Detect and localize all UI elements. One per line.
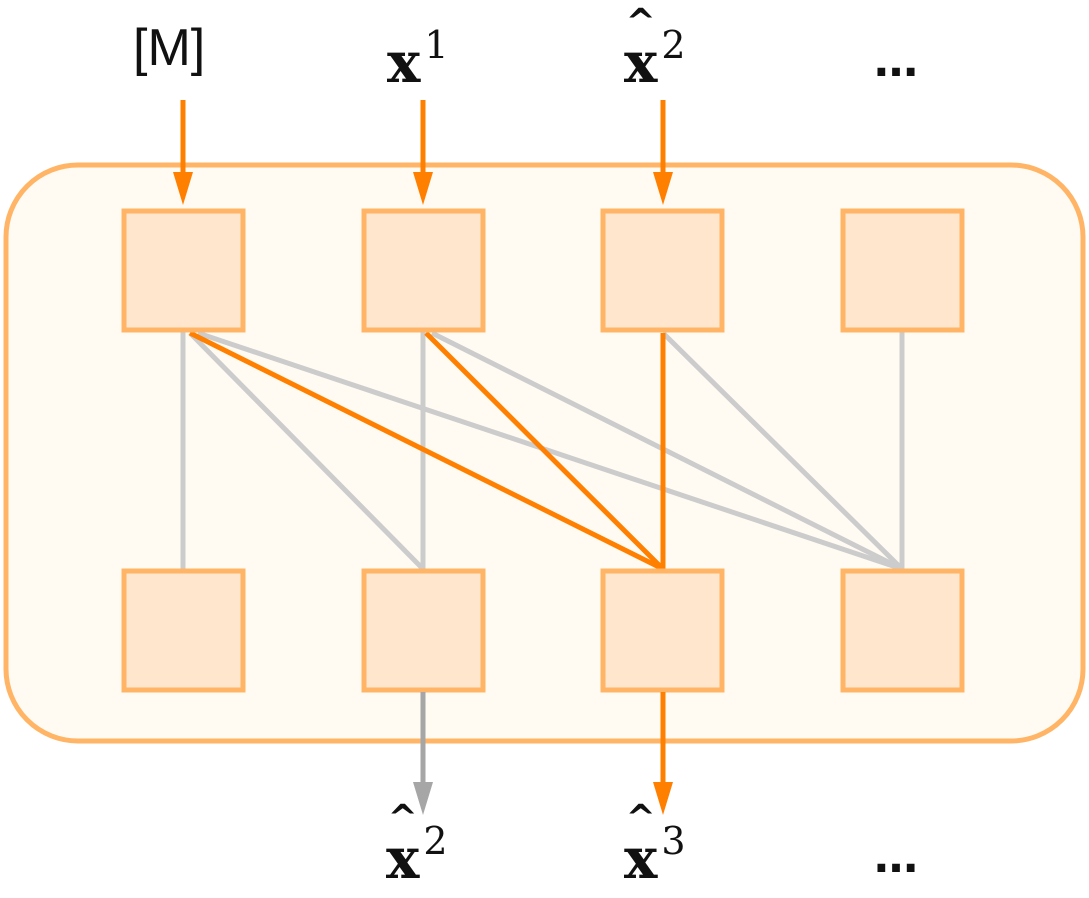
ellipsis-text: …	[874, 36, 920, 87]
mask-token-text: [M]	[133, 19, 206, 77]
output-label-ellipsis: …	[874, 836, 920, 880]
token-index: 2	[423, 819, 448, 863]
connection-line	[188, 331, 425, 571]
top-node	[600, 208, 725, 333]
ellipsis-text: …	[874, 832, 920, 883]
bottom-node-row	[121, 568, 965, 693]
token-symbol: x	[387, 30, 421, 96]
token-index: 1	[424, 23, 449, 67]
token-symbol-hat: x	[386, 831, 419, 887]
output-arrow-active	[653, 692, 673, 815]
output-label-xhat2: x2	[386, 822, 448, 887]
active-connection-line	[188, 330, 665, 572]
output-label-xhat3: x3	[624, 822, 686, 887]
active-connections	[188, 330, 666, 572]
output-arrows	[413, 692, 673, 815]
top-node	[840, 208, 965, 333]
token-symbol-hat: x	[624, 831, 657, 887]
bottom-node	[840, 568, 965, 693]
output-arrow-muted	[413, 692, 433, 815]
connection-line	[197, 330, 903, 572]
top-node	[361, 208, 486, 333]
bottom-node	[361, 568, 486, 693]
input-arrows	[173, 100, 673, 205]
input-label-xhat2: x2	[624, 26, 686, 91]
input-arrow	[653, 100, 673, 205]
input-label-mask: [M]	[133, 22, 205, 74]
token-index: 2	[661, 23, 686, 67]
connection-line	[430, 330, 904, 572]
token-symbol-hat: x	[624, 35, 657, 91]
top-node	[121, 208, 246, 333]
inactive-connections	[180, 330, 905, 572]
top-node-row	[121, 208, 965, 333]
input-arrow	[413, 100, 433, 205]
token-index: 3	[661, 819, 686, 863]
bottom-node	[121, 568, 246, 693]
input-arrow	[173, 100, 193, 205]
bottom-node	[600, 568, 725, 693]
connection-line	[661, 331, 904, 571]
input-label-ellipsis: …	[874, 40, 920, 84]
active-connection-line	[424, 331, 665, 571]
